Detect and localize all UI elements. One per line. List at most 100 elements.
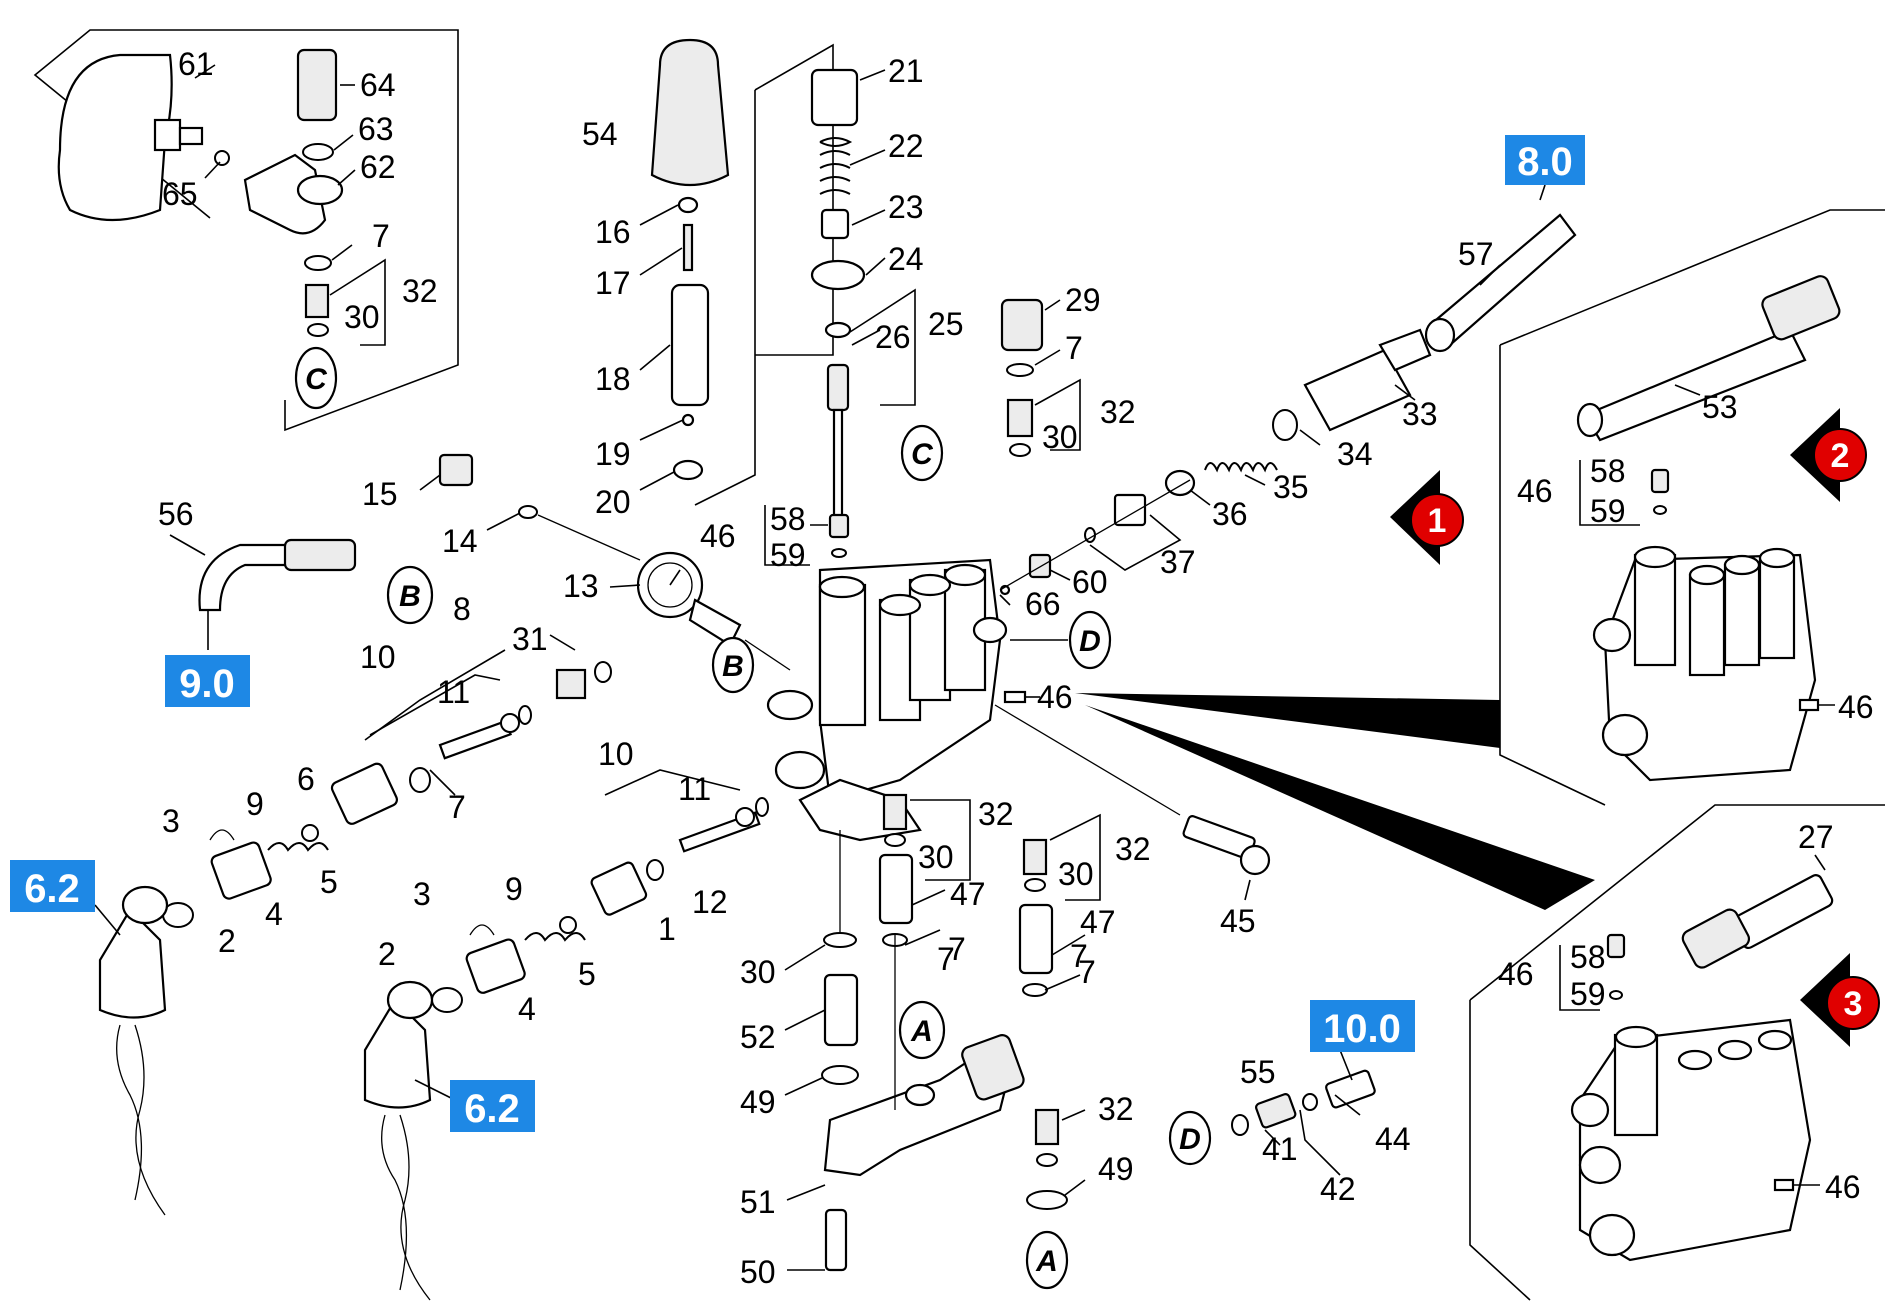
- part-label-33: 33: [1402, 396, 1438, 432]
- part-label-32b: 32: [1100, 394, 1136, 430]
- tee-port-62: [296, 174, 344, 206]
- nut-24: [810, 259, 866, 291]
- fitting-1: [590, 861, 648, 916]
- ref-letter-d2: D: [1179, 1123, 1201, 1156]
- oring-59-main: [831, 548, 847, 558]
- washer-26: [824, 321, 852, 339]
- seat-20: [672, 459, 704, 481]
- leader-62: [337, 169, 356, 186]
- manifold-v2-port3: [1723, 563, 1761, 667]
- part-label-30d: 30: [1058, 856, 1094, 892]
- leader-45-axis: [994, 704, 1181, 816]
- oring-63: [302, 143, 334, 161]
- check-valve-group: [1000, 298, 1081, 457]
- part-label-27: 27: [1798, 819, 1834, 855]
- leader-61: [194, 64, 216, 79]
- callout-9-0: 9.0: [179, 662, 235, 706]
- part-label-51: 51: [740, 1184, 776, 1220]
- ref-letter-b1: B: [399, 580, 421, 613]
- tube-27-fitting: [1681, 908, 1751, 969]
- callout-boxes: 8.0 9.0 6.2 6.2 10.0: [10, 135, 1585, 1132]
- part-label-62: 62: [360, 149, 396, 185]
- leader-10-0: [1339, 1049, 1353, 1081]
- spring-35: [1204, 462, 1278, 473]
- leader-44: [1334, 1094, 1361, 1116]
- leader-49a: [784, 1077, 823, 1096]
- switch-wire-center-b: [399, 1114, 431, 1301]
- leader-7e: [1044, 974, 1081, 991]
- inline-group: [999, 184, 1577, 606]
- oring-55: [1302, 1093, 1318, 1111]
- variant3-group: [1559, 854, 1834, 1262]
- part-label-18: 18: [595, 361, 631, 397]
- accumulator-group: [57, 48, 386, 410]
- oring-32c: [884, 833, 906, 847]
- plug-64: [296, 48, 338, 122]
- leader-15: [419, 474, 441, 491]
- bolt-45-group: [994, 610, 1271, 901]
- plug-15: [438, 453, 474, 487]
- ref-letter-d1: D: [1079, 625, 1101, 658]
- manifold-bore-4: [943, 563, 987, 587]
- valve-31: [555, 668, 587, 700]
- part-label-42: 42: [1320, 1171, 1356, 1207]
- oring-32d: [1024, 878, 1046, 892]
- spring-5a: [267, 842, 329, 852]
- callout-10-0: 10.0: [1323, 1007, 1401, 1051]
- ref-letter-a1: A: [910, 1015, 933, 1048]
- leader-30e: [784, 944, 826, 971]
- plate-51: [823, 1058, 1012, 1177]
- plug-58c: [1606, 933, 1626, 959]
- part-label-2a: 2: [218, 923, 236, 959]
- knob-54: [650, 38, 730, 187]
- part-label-5b: 5: [578, 956, 596, 992]
- part-label-13: 13: [563, 568, 599, 604]
- callout-6-2b: 6.2: [464, 1087, 520, 1131]
- variant-wedges: [1075, 693, 1595, 910]
- ref-circle-d2: [1168, 1110, 1212, 1166]
- leader-52: [784, 1009, 826, 1031]
- switch-port-center: [386, 980, 434, 1020]
- part-label-9b: 9: [505, 871, 523, 907]
- ref-letter-c1: C: [305, 363, 328, 396]
- pin-10a: [438, 719, 512, 760]
- part-label-16: 16: [595, 214, 631, 250]
- part-label-10b: 10: [598, 736, 634, 772]
- center-valve-group: [431, 769, 769, 1013]
- part-label-32a: 32: [402, 273, 438, 309]
- part-label-52: 52: [740, 1019, 776, 1055]
- switch-wire-left-b: [134, 1024, 166, 1216]
- view-number-3: 3: [1844, 985, 1863, 1023]
- accumulator-neck: [153, 118, 182, 152]
- bolt-50: [824, 1208, 848, 1272]
- inline-axis: [999, 479, 1191, 591]
- reference-letters: C C B B A A D D: [305, 363, 1201, 1278]
- part-label-25: 25: [928, 306, 964, 342]
- manifold-bore-1: [818, 575, 866, 599]
- leader-7d: [904, 929, 941, 946]
- leader-49b: [1064, 1179, 1086, 1196]
- valve-30b: [1006, 398, 1034, 438]
- wedge-variant2: [1075, 693, 1500, 748]
- leader-7c: [429, 769, 456, 796]
- housing-18: [670, 283, 710, 407]
- part-label-11b: 11: [678, 771, 711, 807]
- leader-19: [639, 419, 684, 441]
- switch-wire-left-a: [116, 1024, 143, 1201]
- view-number-2: 2: [1831, 437, 1850, 475]
- unloader-group: [639, 38, 730, 491]
- oring-49b: [1026, 1190, 1068, 1210]
- screw-17: [682, 223, 694, 272]
- leader-23: [851, 209, 886, 226]
- variant2-group: [1576, 275, 1841, 782]
- part-label-7f: 7: [937, 941, 955, 977]
- part-label-19: 19: [595, 436, 631, 472]
- part-label-15: 15: [362, 476, 398, 512]
- oring-7e: [1022, 983, 1048, 997]
- hose-57-end: [1424, 317, 1456, 353]
- part-label-54: 54: [582, 116, 618, 152]
- leader-gauge-to-manifold: [744, 639, 791, 671]
- leader-53: [1674, 384, 1701, 396]
- oring-59b: [1653, 505, 1667, 515]
